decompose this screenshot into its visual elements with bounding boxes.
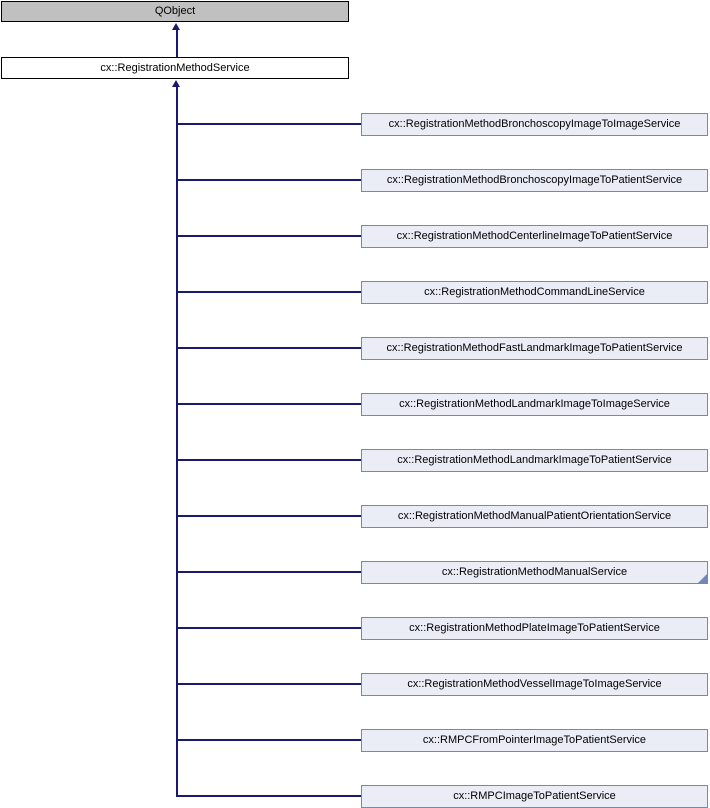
inheritance-edge-parent-to-root bbox=[175, 30, 178, 57]
inheritance-edge-trunk bbox=[175, 87, 178, 797]
inheritance-edge-branch bbox=[177, 235, 361, 237]
derived-class-node[interactable]: cx::RegistrationMethodPlateImageToPatien… bbox=[361, 616, 708, 640]
inheritance-edge-branch bbox=[177, 683, 361, 685]
derived-class-node[interactable]: cx::RegistrationMethodVesselImageToImage… bbox=[361, 672, 708, 696]
inheritance-edge-branch bbox=[177, 179, 361, 181]
inheritance-arrowhead-to-parent bbox=[172, 80, 180, 87]
derived-class-node[interactable]: cx::RMPCImageToPatientService bbox=[361, 784, 708, 808]
inheritance-arrowhead-to-root bbox=[172, 23, 180, 30]
inheritance-edge-branch bbox=[177, 459, 361, 461]
derived-class-node[interactable]: cx::RegistrationMethodCenterlineImageToP… bbox=[361, 224, 708, 248]
inheritance-edge-branch bbox=[177, 515, 361, 517]
derived-class-node[interactable]: cx::RegistrationMethodManualPatientOrien… bbox=[361, 504, 708, 528]
inheritance-edge-branch bbox=[177, 403, 361, 405]
inheritance-edge-branch bbox=[177, 571, 361, 573]
derived-class-node[interactable]: cx::RegistrationMethodManualService bbox=[361, 560, 708, 584]
class-node-registration-method-service[interactable]: cx::RegistrationMethodService bbox=[1, 57, 349, 79]
derived-class-node[interactable]: cx::RMPCFromPointerImageToPatientService bbox=[361, 728, 708, 752]
inheritance-edge-branch bbox=[177, 347, 361, 349]
truncated-subclasses-indicator bbox=[698, 573, 707, 583]
derived-class-node[interactable]: cx::RegistrationMethodCommandLineService bbox=[361, 280, 708, 304]
derived-class-node[interactable]: cx::RegistrationMethodBronchoscopyImageT… bbox=[361, 168, 708, 192]
inheritance-edge-branch bbox=[177, 739, 361, 741]
derived-class-node[interactable]: cx::RegistrationMethodBronchoscopyImageT… bbox=[361, 112, 708, 136]
class-node-qobject: QObject bbox=[1, 1, 349, 22]
derived-class-node[interactable]: cx::RegistrationMethodLandmarkImageToIma… bbox=[361, 392, 708, 416]
derived-class-node[interactable]: cx::RegistrationMethodFastLandmarkImageT… bbox=[361, 336, 708, 360]
inheritance-edge-branch bbox=[177, 795, 361, 797]
inheritance-edge-branch bbox=[177, 291, 361, 293]
inheritance-edge-branch bbox=[177, 123, 361, 125]
derived-class-node[interactable]: cx::RegistrationMethodLandmarkImageToPat… bbox=[361, 448, 708, 472]
inheritance-edge-branch bbox=[177, 627, 361, 629]
